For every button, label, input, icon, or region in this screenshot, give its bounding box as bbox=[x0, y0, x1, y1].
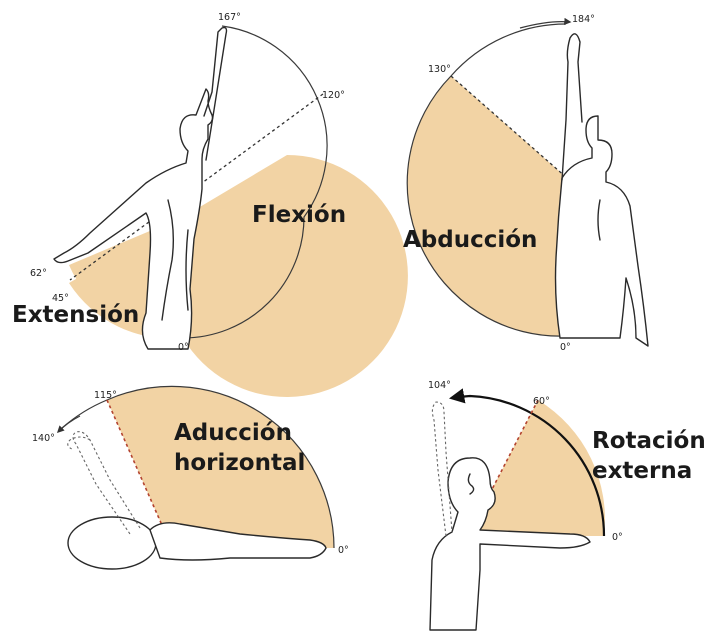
label-rotacion: Rotación bbox=[592, 428, 706, 454]
label-flexion: Flexión bbox=[252, 202, 346, 228]
abduction-body-figure bbox=[556, 34, 649, 346]
degree-120: 120° bbox=[322, 90, 345, 101]
degree-184: 184° bbox=[572, 14, 595, 25]
degree-0-horizontal: 0° bbox=[338, 545, 349, 556]
flexion-panel: 167° 120° 62° 45° 0° Flexión Extensión bbox=[12, 12, 408, 397]
degree-104: 104° bbox=[428, 380, 451, 391]
label-horizontal: horizontal bbox=[174, 450, 305, 476]
abduction-arrow bbox=[520, 22, 570, 28]
label-externa: externa bbox=[592, 458, 692, 484]
horizontal-adduction-panel: 115° 140° 0° Aducción horizontal bbox=[32, 386, 349, 569]
label-extension: Extensión bbox=[12, 302, 139, 328]
degree-130: 130° bbox=[428, 64, 451, 75]
degree-115: 115° bbox=[94, 390, 117, 401]
abduction-panel: 184° 130° 0° Abducción bbox=[403, 14, 648, 353]
external-rotation-panel: 104° 60° 0° Rotación externa bbox=[428, 380, 706, 630]
abduction-sector bbox=[407, 76, 567, 336]
degree-62: 62° bbox=[30, 268, 47, 279]
degree-60: 60° bbox=[533, 396, 550, 407]
rotation-sector bbox=[468, 400, 605, 536]
degree-0-rotation: 0° bbox=[612, 532, 623, 543]
degree-0-abduction: 0° bbox=[560, 342, 571, 353]
label-abduccion: Abducción bbox=[403, 227, 537, 253]
degree-140: 140° bbox=[32, 433, 55, 444]
horizontal-arrow bbox=[58, 416, 80, 432]
degree-0-flexion: 0° bbox=[178, 342, 189, 353]
label-aduccion: Aducción bbox=[174, 420, 292, 446]
degree-167: 167° bbox=[218, 12, 241, 23]
